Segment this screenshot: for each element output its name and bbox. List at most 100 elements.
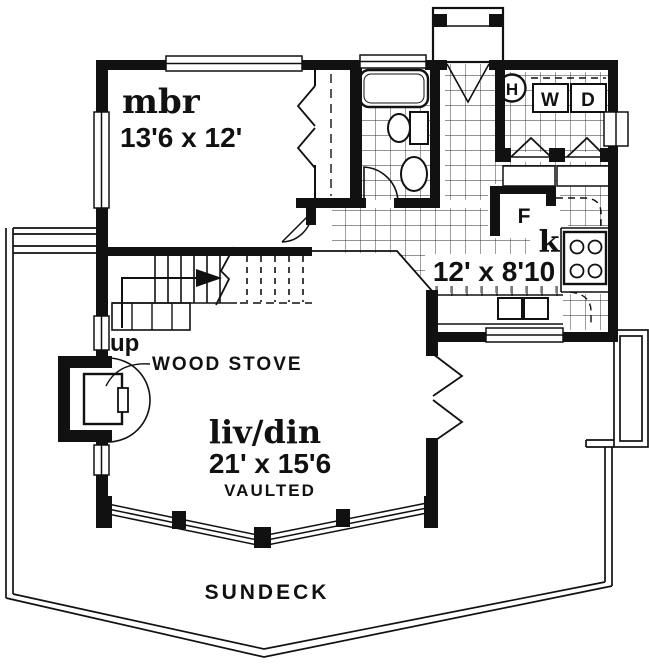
bathroom-fixtures <box>358 68 430 203</box>
wall-right-1 <box>608 60 618 116</box>
stair-treads-dashed <box>246 256 304 302</box>
porch-post-left <box>433 14 447 27</box>
sink-bowl-right <box>523 297 549 320</box>
prow-mullion-1 <box>172 511 186 529</box>
toilet-bowl <box>387 113 411 143</box>
toilet-tank <box>409 111 429 145</box>
deck-top-rails <box>13 227 96 254</box>
french-doors <box>432 353 464 443</box>
wall-left-3 <box>96 255 108 320</box>
prow-post-apex <box>254 527 271 548</box>
kitchen-counters <box>431 197 608 326</box>
stair-break-line <box>215 246 235 306</box>
master-closet <box>296 70 332 198</box>
laundry-bifold-doors <box>510 136 607 158</box>
stair-up-arrow-head <box>196 269 222 287</box>
wall-bath-entry <box>430 62 440 208</box>
wall-right-2 <box>608 144 618 342</box>
wall-furnace-left <box>490 186 500 236</box>
furnace-label: F <box>518 205 531 228</box>
stair-landing-steps <box>131 303 173 330</box>
stove-door <box>117 387 129 413</box>
stair-top-edge <box>312 250 434 293</box>
bath-sink <box>400 156 428 192</box>
wall-left-2 <box>96 205 108 257</box>
livdin-label: liv/din <box>209 413 321 451</box>
kitchen-dims: 12' x 8'10 <box>433 256 555 287</box>
stove-burner-2 <box>587 239 603 255</box>
deck-bottom-edge-outer <box>5 585 613 658</box>
windows <box>93 54 629 476</box>
wall-closet-bath <box>350 60 362 208</box>
wall-kitchen-south-1 <box>428 332 490 342</box>
sundeck-label: SUNDECK <box>205 581 330 604</box>
livdin-dims: 21' x 15'6 <box>209 448 331 479</box>
wall-top-4 <box>489 60 618 70</box>
text-labels: mbr 13'6 x 12' k 12' x 8'10 liv/din 21' … <box>110 80 595 604</box>
washer-label: W <box>541 90 559 111</box>
dryer-box <box>570 83 607 113</box>
prow-post-left <box>96 496 112 528</box>
deck-stair-step <box>585 439 614 448</box>
wall-laundry-stub-1 <box>495 148 511 162</box>
stove-burner-4 <box>587 263 603 279</box>
stove-burner-3 <box>569 263 585 279</box>
laundry-area <box>497 73 618 158</box>
hearth-arc <box>107 357 151 443</box>
deck-bottom-edge-inner <box>12 581 606 650</box>
bath-door-swing <box>363 166 399 203</box>
sink-counter-edges <box>431 294 563 325</box>
washer-box <box>532 83 569 113</box>
porch-post-right <box>489 14 503 27</box>
wall-left-1 <box>96 60 108 115</box>
stove-body <box>82 372 124 426</box>
stair-up-arrow-line <box>121 277 198 328</box>
mbr-dims: 13'6 x 12' <box>120 122 242 153</box>
wall-furnace-right <box>546 186 556 206</box>
wall-left-6 <box>96 473 108 503</box>
wall-bath-bottom-1 <box>350 198 366 208</box>
walls <box>96 60 618 528</box>
wall-furnace-top <box>490 186 556 194</box>
upper-cabinet-dashed-bottom <box>569 291 592 326</box>
wall-east-2 <box>426 438 438 528</box>
wall-top-1 <box>96 60 168 70</box>
deck-stair-outer <box>613 329 649 448</box>
kitchen-label: k <box>539 225 561 260</box>
wall-closet-bottom <box>296 198 354 208</box>
laundry-shelf-right <box>556 165 610 187</box>
entry-porch <box>431 6 505 64</box>
mbr-label: mbr <box>122 82 201 122</box>
counter-edge-right <box>560 227 608 293</box>
wood-stove-leader-line <box>105 363 151 387</box>
kitchen-dims-bg <box>425 254 567 286</box>
prow-mullion-2 <box>336 509 350 527</box>
stove-surround-left <box>58 356 70 442</box>
wall-bath-bottom-2 <box>394 198 434 208</box>
up-label: up <box>110 330 139 357</box>
wall-laundry-left <box>495 70 505 158</box>
sink-bowl-left <box>497 297 523 320</box>
wall-mbr-bottom <box>96 247 312 256</box>
wall-kitchen-south-2 <box>561 332 618 342</box>
front-door-swing <box>446 63 490 104</box>
wall-closet-stub <box>306 205 316 225</box>
wall-laundry-stub-3 <box>600 148 618 162</box>
wall-left-4 <box>96 348 108 362</box>
entry-tile-floor <box>445 64 495 200</box>
water-heater-label: H <box>506 80 518 99</box>
wall-east-1 <box>426 290 438 356</box>
deck-stair-inner <box>619 335 643 442</box>
upper-cabinet-dashed-top <box>556 197 602 226</box>
laundry-shelf-left <box>502 165 556 187</box>
closet-bifold-doors <box>296 85 316 169</box>
stove-burner-1 <box>569 239 585 255</box>
stair-landing <box>111 302 191 331</box>
bathtub-inner <box>363 73 425 104</box>
staircase <box>111 246 434 331</box>
dryer-label: D <box>581 90 595 111</box>
wall-laundry-stub-2 <box>549 148 565 162</box>
wood-stove-label: WOOD STOVE <box>152 354 303 375</box>
